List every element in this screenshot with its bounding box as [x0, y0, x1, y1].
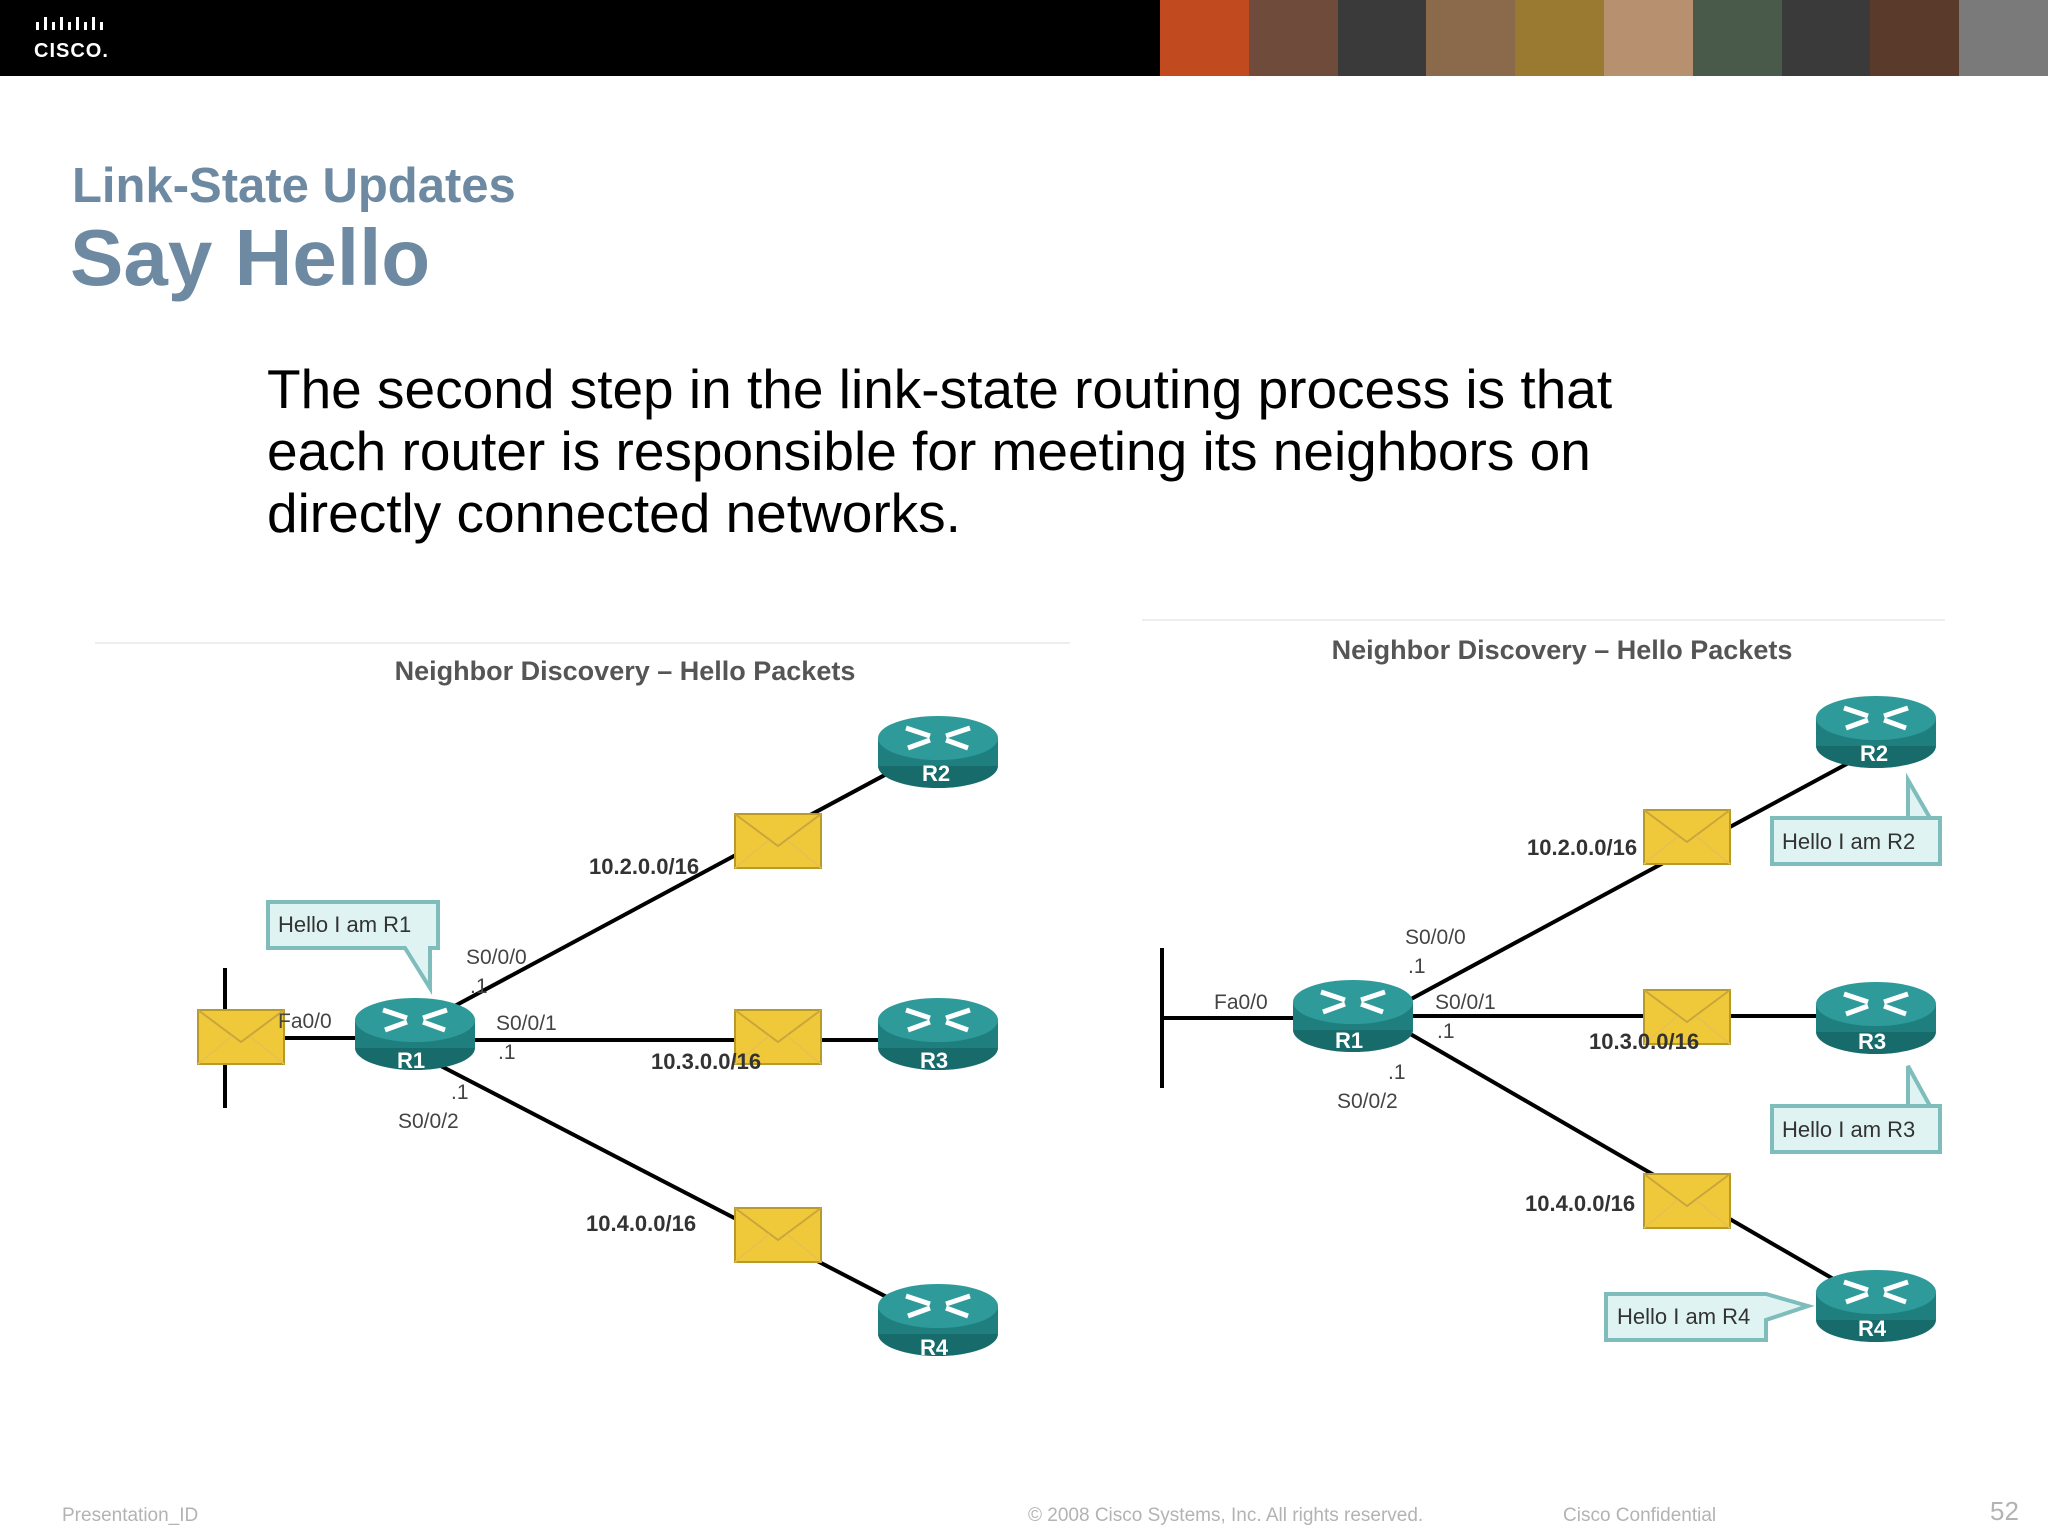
callout-text: Hello I am R4 — [1617, 1304, 1750, 1329]
header-photo — [1959, 0, 2048, 76]
interface-label: S0/0/1 — [1435, 991, 1496, 1014]
footer-copyright: © 2008 Cisco Systems, Inc. All rights re… — [1028, 1505, 1424, 1526]
interface-label: S0/0/1 — [496, 1012, 557, 1035]
footer-confidential: Cisco Confidential — [1563, 1505, 1717, 1526]
interface-label: .1 — [1437, 1020, 1455, 1043]
interface-label: Fa0/0 — [278, 1010, 332, 1033]
slide-body-text: The second step in the link-state routin… — [267, 358, 1613, 544]
header-photo — [1692, 0, 1782, 76]
interface-label: .1 — [1388, 1061, 1406, 1084]
network-label: 10.2.0.0/16 — [589, 854, 699, 879]
interface-label: Fa0/0 — [1214, 991, 1268, 1014]
network-label: 10.4.0.0/16 — [586, 1211, 696, 1236]
header-photo — [1870, 0, 1960, 76]
cisco-logo-icon — [36, 17, 103, 30]
interface-label: .1 — [470, 975, 488, 998]
router-label-r2: R2 — [1860, 741, 1888, 766]
interface-label: .1 — [1408, 955, 1426, 978]
header-photo — [1603, 0, 1693, 76]
envelope-icon — [1643, 1173, 1731, 1229]
callout-text: Hello I am R1 — [278, 912, 411, 937]
header-photo — [1160, 0, 1249, 76]
cisco-logo-text: CISCO. — [34, 40, 109, 62]
right-diagram-title: Neighbor Discovery – Hello Packets — [1332, 635, 1793, 665]
hello-callout: Hello I am R4 — [1604, 1292, 1815, 1342]
envelope-icon — [1643, 809, 1731, 865]
envelope-icon — [197, 1009, 285, 1065]
envelope-icon — [734, 1207, 822, 1263]
router-label-r4: R4 — [920, 1335, 949, 1360]
left-diagram-title: Neighbor Discovery – Hello Packets — [395, 656, 856, 686]
right-diagram: Neighbor Discovery – Hello Packets R1 R2… — [1142, 619, 1945, 1342]
router-label-r1: R1 — [397, 1048, 425, 1073]
hello-callout: Hello I am R2 — [1770, 772, 1942, 866]
callout-text: Hello I am R3 — [1782, 1117, 1915, 1142]
interface-label: S0/0/0 — [1405, 926, 1466, 949]
interface-label: S0/0/0 — [466, 946, 527, 969]
hello-callout: Hello I am R3 — [1770, 1065, 1942, 1154]
interface-label: .1 — [451, 1081, 469, 1104]
interface-label: .1 — [498, 1041, 516, 1064]
network-label: 10.3.0.0/16 — [651, 1049, 761, 1074]
header-bar: CISCO. — [0, 0, 2048, 76]
slide-subtitle: Link-State Updates — [72, 159, 516, 213]
interface-label: S0/0/2 — [398, 1110, 459, 1133]
router-label-r3: R3 — [1858, 1029, 1886, 1054]
header-photo — [1248, 0, 1338, 76]
interface-label: S0/0/2 — [1337, 1090, 1398, 1113]
slide-title: Say Hello — [70, 213, 431, 302]
envelope-icon — [734, 813, 822, 869]
router-label-r3: R3 — [920, 1048, 948, 1073]
header-photo — [1515, 0, 1604, 76]
network-label: 10.3.0.0/16 — [1589, 1029, 1699, 1054]
header-photo — [1781, 0, 1871, 76]
footer-presentation-id: Presentation_ID — [62, 1505, 199, 1526]
router-label-r2: R2 — [922, 761, 950, 786]
left-diagram: Neighbor Discovery – Hello Packets R1 R2… — [95, 642, 1070, 1360]
header-photo-strip — [1160, 0, 2048, 76]
header-photo — [1337, 0, 1427, 76]
header-photo — [1426, 0, 1516, 76]
callout-text: Hello I am R2 — [1782, 829, 1915, 854]
network-label: 10.4.0.0/16 — [1525, 1191, 1635, 1216]
hello-callout: Hello I am R1 — [266, 900, 440, 995]
network-label: 10.2.0.0/16 — [1527, 835, 1637, 860]
page-number: 52 — [1990, 1496, 2019, 1526]
router-label-r4: R4 — [1858, 1316, 1887, 1341]
router-label-r1: R1 — [1335, 1028, 1363, 1053]
